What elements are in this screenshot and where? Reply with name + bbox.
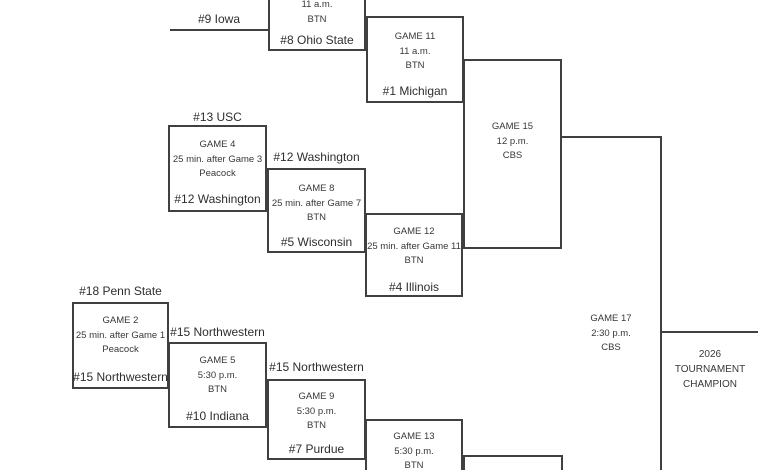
game-12-info: GAME 12 25 min. after Game 11 BTN: [365, 225, 463, 269]
game-7-box: [268, 0, 366, 51]
game-4-label: GAME 4: [199, 139, 236, 150]
game-17-label: GAME 17: [590, 313, 632, 324]
game-5-network: BTN: [208, 384, 227, 395]
game-11-network: BTN: [405, 60, 425, 71]
team-label-illinois: #4 Illinois: [388, 280, 440, 294]
team-label-penn-state: #18 Penn State: [79, 284, 162, 298]
game-9-network: BTN: [307, 420, 326, 431]
game-17-time: 2:30 p.m.: [591, 327, 631, 339]
team-label-washington-game4: #12 Washington: [174, 192, 261, 206]
game-12-time: 25 min. after Game 11: [367, 240, 461, 252]
game-15-time: 12 p.m.: [496, 135, 529, 147]
game-15-network: CBS: [502, 150, 523, 161]
champion-year: 2026: [698, 349, 722, 360]
game-9-time: 5:30 p.m.: [296, 405, 337, 417]
team-label-indiana: #10 Indiana: [186, 409, 249, 423]
game-12-label: GAME 12: [393, 226, 435, 237]
game-12-network: BTN: [404, 255, 424, 266]
game-4-info: GAME 4 25 min. after Game 3 Peacock: [168, 138, 267, 182]
team-label-ohio-state: #8 Ohio State: [280, 33, 354, 47]
game-8-time: 25 min. after Game 7: [271, 197, 362, 209]
game-13-label: GAME 13: [393, 431, 435, 442]
game-12-box: [365, 213, 463, 297]
game-17-network: CBS: [601, 342, 621, 353]
game-16-box: [463, 455, 563, 470]
team-label-purdue: #7 Purdue: [288, 442, 345, 456]
game-13-network: BTN: [404, 460, 424, 470]
game-8-box: [267, 168, 366, 253]
game-7-time: 11 a.m.: [301, 0, 333, 10]
game-4-box: [168, 125, 267, 212]
game-15-info: GAME 15 12 p.m. CBS: [463, 120, 562, 164]
champion-line3: CHAMPION: [683, 379, 737, 390]
team-label-northwestern-game2: #15 Northwestern: [73, 370, 168, 384]
team-label-usc: #13 USC: [193, 110, 242, 124]
team-label-northwestern-game5: #15 Northwestern: [170, 325, 265, 339]
game-15-box: [463, 59, 562, 249]
championship-vertical-line: [660, 136, 662, 470]
game-17-info: GAME 17 2:30 p.m. CBS: [562, 312, 660, 356]
game-5-info: GAME 5 5:30 p.m. BTN: [168, 354, 267, 398]
game-8-network: BTN: [307, 212, 326, 223]
game-13-time: 5:30 p.m.: [394, 445, 434, 457]
game-5-box: [168, 342, 267, 428]
game-2-network: Peacock: [102, 344, 139, 355]
game-5-label: GAME 5: [199, 355, 236, 366]
game-2-info: GAME 2 25 min. after Game 1 Peacock: [72, 314, 169, 358]
game-8-label: GAME 8: [298, 183, 335, 194]
team-label-washington-game8: #12 Washington: [273, 150, 360, 164]
team-label-northwestern-game9: #15 Northwestern: [269, 360, 364, 374]
team-label-iowa: #9 Iowa: [197, 12, 241, 26]
iowa-feeder-line: [170, 29, 268, 31]
game-11-info: GAME 11 11 a.m. BTN: [366, 30, 464, 74]
champion-line2: TOURNAMENT: [674, 364, 746, 375]
game-15-winner-line: [561, 136, 661, 138]
team-label-michigan: #1 Michigan: [382, 84, 448, 98]
game-13-info: GAME 13 5:30 p.m. BTN: [365, 430, 463, 470]
game-7-info: 11 a.m. BTN: [268, 0, 366, 27]
game-4-time: 25 min. after Game 3: [172, 153, 263, 165]
game-7-network: BTN: [307, 13, 327, 25]
champion-line: [660, 331, 758, 333]
game-15-label: GAME 15: [491, 121, 534, 132]
champion-label: 2026 TOURNAMENT CHAMPION: [660, 347, 760, 392]
game-2-label: GAME 2: [102, 315, 139, 326]
game-13-box: [365, 419, 463, 470]
game-9-info: GAME 9 5:30 p.m. BTN: [267, 390, 366, 434]
game-9-label: GAME 9: [298, 391, 335, 402]
game-5-time: 5:30 p.m.: [197, 369, 238, 381]
game-4-network: Peacock: [199, 168, 236, 179]
game-11-time: 11 a.m.: [399, 45, 431, 57]
team-label-wisconsin: #5 Wisconsin: [280, 235, 353, 249]
game-11-label: GAME 11: [394, 31, 436, 42]
game-8-info: GAME 8 25 min. after Game 7 BTN: [267, 182, 366, 226]
game-2-time: 25 min. after Game 1: [75, 329, 166, 341]
